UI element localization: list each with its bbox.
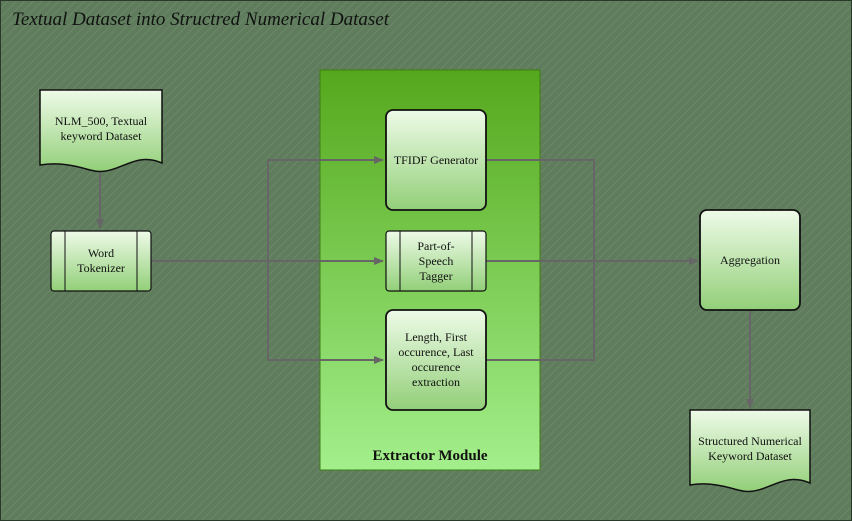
connectors [96, 156, 754, 409]
input-dataset-label: NLM_500, Textual keyword Dataset [54, 114, 148, 143]
connector-tokenizer-to-tfidf [267, 156, 384, 261]
pos-tagger-process-shape [385, 230, 487, 292]
output-dataset-label: Structured Numerical Keyword Dataset [698, 434, 802, 463]
extractor-module-label: Extractor Module [372, 447, 488, 464]
connector-tokenizer-to-length [267, 261, 384, 364]
output-dataset-document-shape [689, 409, 811, 493]
tokenizer-process-shape [50, 230, 152, 292]
tfidf-label: TFIDF Generator [393, 152, 479, 167]
pos-tagger-label: Part-of-Speech Tagger [417, 238, 455, 283]
aggregation-node-shape [699, 209, 801, 311]
aggregation-label: Aggregation [720, 252, 780, 267]
length-node-shape [385, 309, 487, 411]
tokenizer-label: Word Tokenizer [77, 246, 125, 275]
tfidf-node-shape [385, 109, 487, 211]
length-features-label: Length, First occurence, Last occurence … [398, 330, 474, 389]
input-dataset-document-shape [39, 89, 163, 173]
page-title: Textual Dataset into Structred Numerical… [12, 9, 389, 30]
